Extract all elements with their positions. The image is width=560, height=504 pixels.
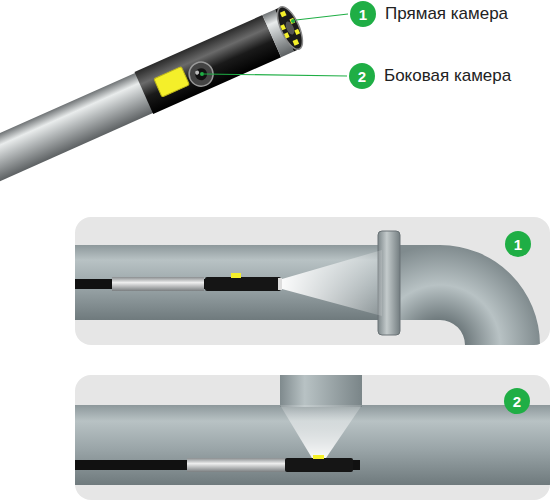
leader-line [204,74,347,76]
callout-circle: 1 [505,231,531,257]
pipe-elbow [75,231,540,345]
callout-number: 2 [513,394,521,409]
callout-label: Прямая камера [385,4,508,24]
callout-label: Боковая камера [384,66,511,86]
callout-circle: 2 [504,388,530,414]
leader-dot [200,72,204,76]
callout-number: 1 [514,237,522,252]
panel [75,217,550,345]
callout-number: 1 [359,7,367,22]
leader-line [296,14,348,20]
leader-dot [291,19,295,23]
callout-number: 2 [358,69,366,84]
callout-circle: 2Боковая камера [349,63,375,89]
callout-circle: 1Прямая камера [350,1,376,27]
pipe-tee [75,375,550,485]
probe-tip [0,3,308,220]
